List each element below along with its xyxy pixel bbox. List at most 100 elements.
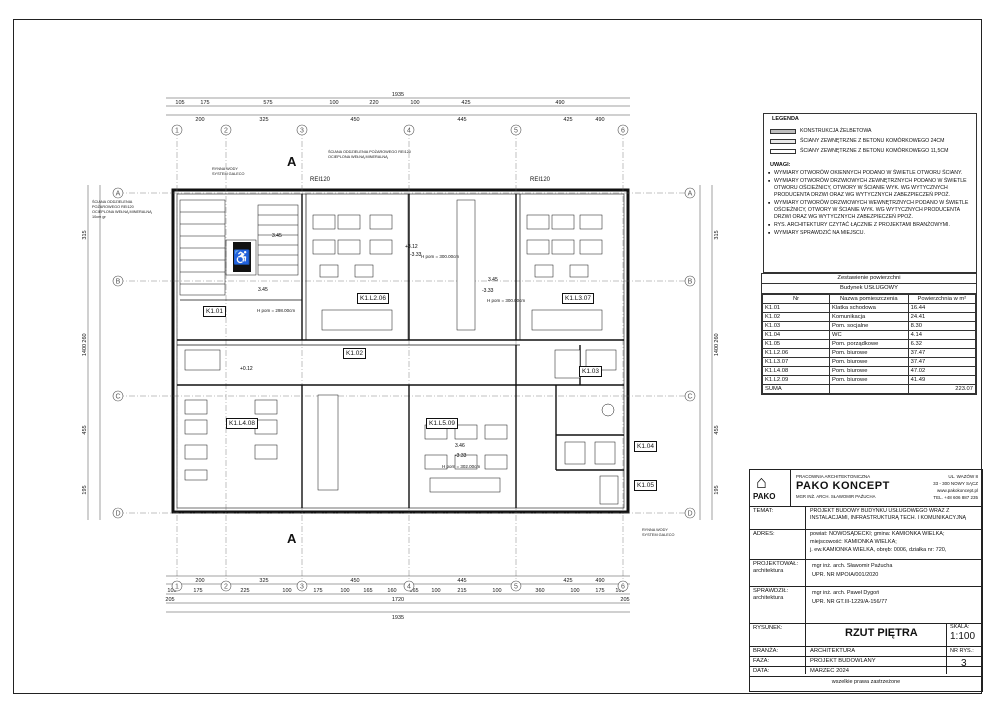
room-number-cell: K1.02: [762, 312, 830, 322]
axis-number: 3: [300, 584, 304, 591]
branza-value: ARCHITEKTURA: [810, 648, 856, 654]
axis-letter: B: [688, 279, 693, 286]
firm-address1: UL. WAZÓW 8: [948, 474, 978, 479]
axis-bubble: [403, 580, 415, 592]
adres-label: ADRES:: [753, 531, 775, 537]
axis-bubble: [220, 124, 232, 136]
axis-bubble: [684, 275, 696, 287]
room-number-cell: K1.05: [762, 339, 830, 349]
dimension-label: 490: [595, 117, 604, 123]
temat-value: PROJEKT BUDOWY BUDYNKU USŁUGOWEGO WRAZ Z…: [810, 508, 967, 521]
swatch-concrete: [770, 129, 796, 134]
room-tag: K1.02: [343, 348, 366, 359]
dimension-label: 445: [457, 117, 466, 123]
axis-bubble: [112, 275, 124, 287]
axis-letter: C: [115, 394, 120, 401]
wall-note: ŚCIANA ODDZIELENIA POŻAROWEGO REI120 OCI…: [328, 150, 411, 159]
axis-bubble: [171, 124, 183, 136]
dimension-label: 205: [165, 597, 174, 603]
room-tag: K1.03: [579, 366, 602, 377]
legend-title: LEGENDA: [772, 116, 799, 122]
room-number-cell: K1.L2.06: [762, 348, 830, 358]
legend-item-label: KONSTRUKCJA ŻELBETOWA: [800, 128, 872, 134]
dimension-label: 200: [195, 117, 204, 123]
dimension-label: 100: [492, 588, 501, 594]
axis-letter: C: [687, 394, 692, 401]
nr-label: NR RYS.:: [950, 648, 974, 654]
room-area-cell: 41.49: [907, 375, 977, 385]
rei-label: REI120: [310, 177, 331, 183]
axis-number: 6: [621, 128, 625, 135]
firm-web: www.pakokoncept.pl: [936, 488, 978, 493]
level-note: +3.12: [405, 244, 418, 250]
dimension-label: 105: [175, 100, 184, 106]
projektowal-role: architektura: [753, 568, 784, 574]
axis-bubble: [112, 187, 124, 199]
level-note: 3.46: [455, 443, 465, 449]
room-tag: K1.04: [634, 441, 657, 452]
note-item: WYMIARY OTWORÓW OKIENNYCH PODANO W ŚWIET…: [768, 170, 974, 177]
firm-phone: TEL. +48 606 887 235: [933, 495, 978, 500]
temat-label: TEMAT:: [753, 508, 774, 514]
gutter-note: RYNNA WODY SYSTEM GALECO: [642, 528, 675, 537]
room-area-cell: 24.41: [907, 312, 977, 322]
axis-bubble: [112, 507, 124, 519]
axis-number: 2: [224, 128, 228, 135]
dimension-label: 100: [410, 100, 419, 106]
sum-label: SUMA: [762, 384, 830, 394]
axis-number: 4: [407, 128, 411, 135]
legend-panel: LEGENDA KONSTRUKCJA ŻELBETOWA ŚCIANY ZEW…: [763, 113, 977, 273]
dimension-label: 175: [200, 100, 209, 106]
dimension-label: 100: [570, 588, 579, 594]
adres-line: powiat: NOWOSĄDECKI; gmina: KAMIONKA WIE…: [810, 531, 945, 537]
axis-bubble: [617, 580, 629, 592]
level-note: +0.12: [240, 366, 253, 372]
axis-bubble: [684, 390, 696, 402]
dimension-label: 325: [259, 117, 268, 123]
projektowal-name: mgr inż. arch. Sławomir Paźucha: [812, 563, 893, 569]
dimension-label: 1400: [82, 344, 88, 356]
room-tag: K1.L2.06: [357, 293, 390, 304]
rei-label: REI120: [530, 177, 551, 183]
table-sum-row: SUMA 223.07: [762, 384, 977, 394]
dimension-label: 315: [714, 230, 720, 239]
level-note: -3.33: [455, 453, 467, 459]
logo-text: PAKO: [753, 492, 776, 501]
dimension-label: 260: [82, 333, 88, 342]
axis-number: 5: [514, 128, 518, 135]
dimension-label: 100: [329, 100, 338, 106]
adres-line: miejscowość: KAMIONKA WIELKA;: [810, 539, 897, 545]
dimension-label: 425: [563, 578, 572, 584]
height-note: H pom = 300.00cm: [487, 298, 526, 303]
firm-name: PAKO KONCEPT: [796, 480, 890, 492]
axis-letter: A: [116, 191, 121, 198]
room-name-cell: Pom. socjalne: [829, 321, 909, 331]
sprawdzil-role: architektura: [753, 595, 784, 601]
axis-bubble: [171, 580, 183, 592]
dimension-label: 490: [555, 100, 564, 106]
dimension-label: 225: [240, 588, 249, 594]
dimension-label: 445: [457, 578, 466, 584]
room-number-cell: K1.01: [762, 303, 830, 313]
room-tag: K1.L4.08: [226, 418, 259, 429]
level-note: 3.45: [272, 233, 282, 239]
notes-list: WYMIARY OTWORÓW OKIENNYCH PODANO W ŚWIET…: [766, 170, 978, 238]
section-mark: A: [287, 154, 297, 169]
sprawdzil-label: SPRAWDZIŁ:: [753, 588, 789, 594]
dimension-label: 215: [457, 588, 466, 594]
height-note: H pom = 298.00cm: [257, 308, 296, 313]
room-tag: K1.05: [634, 480, 657, 491]
axis-bubble: [510, 580, 522, 592]
projektowal-label: PROJEKTOWAŁ:: [753, 561, 799, 567]
dimension-label: 455: [714, 425, 720, 434]
faza-value: PROJEKT BUDOWLANY: [810, 658, 876, 664]
col-header: Nazwa pomieszczenia: [829, 294, 909, 304]
data-label: DATA:: [753, 668, 770, 674]
axis-number: 1: [175, 128, 179, 135]
dimension-label: 195: [714, 485, 720, 494]
